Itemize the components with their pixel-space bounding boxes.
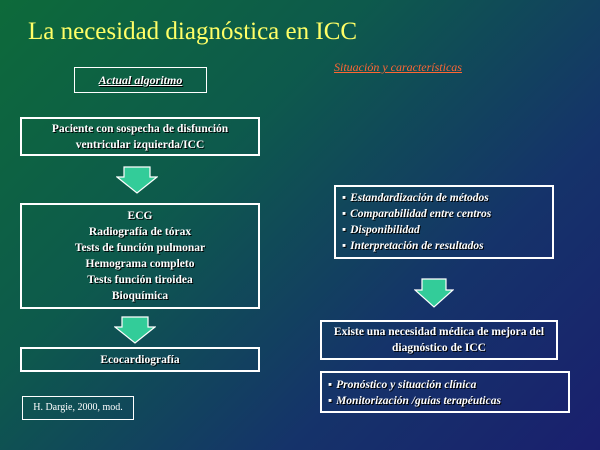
current-algorithm-text: Actual algoritmo bbox=[98, 73, 183, 87]
tests-box: ECG Radiografía de tórax Tests de funció… bbox=[20, 203, 260, 309]
down-arrow-icon bbox=[414, 278, 454, 308]
characteristics-box: Estandardización de métodos Comparabilid… bbox=[334, 185, 554, 259]
patient-suspicion-line-1: Paciente con sospecha de disfunción bbox=[51, 122, 229, 135]
test-item-xray: Radiografía de tórax bbox=[88, 226, 192, 238]
patient-suspicion-box: Paciente con sospecha de disfunción vent… bbox=[20, 117, 260, 156]
test-item-thyroid: Tests función tiroidea bbox=[87, 274, 193, 286]
reference-text: H. Dargie, 2000, mod. bbox=[33, 402, 123, 413]
patient-suspicion-line-2: ventricular izquierda/ICC bbox=[75, 138, 205, 151]
down-arrow-icon bbox=[114, 316, 156, 344]
outcome-item: Pronóstico y situación clínica bbox=[328, 377, 562, 393]
test-item-hemogram: Hemograma completo bbox=[85, 258, 195, 270]
outcomes-box: Pronóstico y situación clínica Monitoriz… bbox=[320, 371, 570, 413]
medical-need-line-1: Existe una necesidad médica de mejora de… bbox=[333, 326, 545, 338]
characteristic-item: Comparabilidad entre centros bbox=[342, 206, 546, 222]
down-arrow-icon bbox=[116, 166, 158, 194]
test-item-pulmonary: Tests de función pulmonar bbox=[74, 242, 206, 254]
reference-box: H. Dargie, 2000, mod. bbox=[22, 396, 134, 420]
characteristic-item: Disponibilidad bbox=[342, 222, 546, 238]
characteristic-item: Estandardización de métodos bbox=[342, 190, 546, 206]
echocardiography-text: Ecocardiografía bbox=[100, 353, 180, 366]
outcome-item: Monitorización /guías terapéuticas bbox=[328, 393, 562, 409]
test-item-ecg: ECG bbox=[127, 210, 153, 222]
echocardiography-box: Ecocardiografía bbox=[20, 347, 260, 372]
characteristic-item: Interpretación de resultados bbox=[342, 238, 546, 254]
situation-header: Situación y características bbox=[334, 60, 462, 74]
medical-need-box: Existe una necesidad médica de mejora de… bbox=[320, 320, 558, 360]
slide-title: La necesidad diagnóstica en ICC bbox=[28, 18, 358, 45]
medical-need-line-2: diagnóstico de ICC bbox=[392, 342, 486, 354]
current-algorithm-label: Actual algoritmo bbox=[74, 67, 207, 93]
test-item-biochemistry: Bioquímica bbox=[111, 290, 169, 302]
